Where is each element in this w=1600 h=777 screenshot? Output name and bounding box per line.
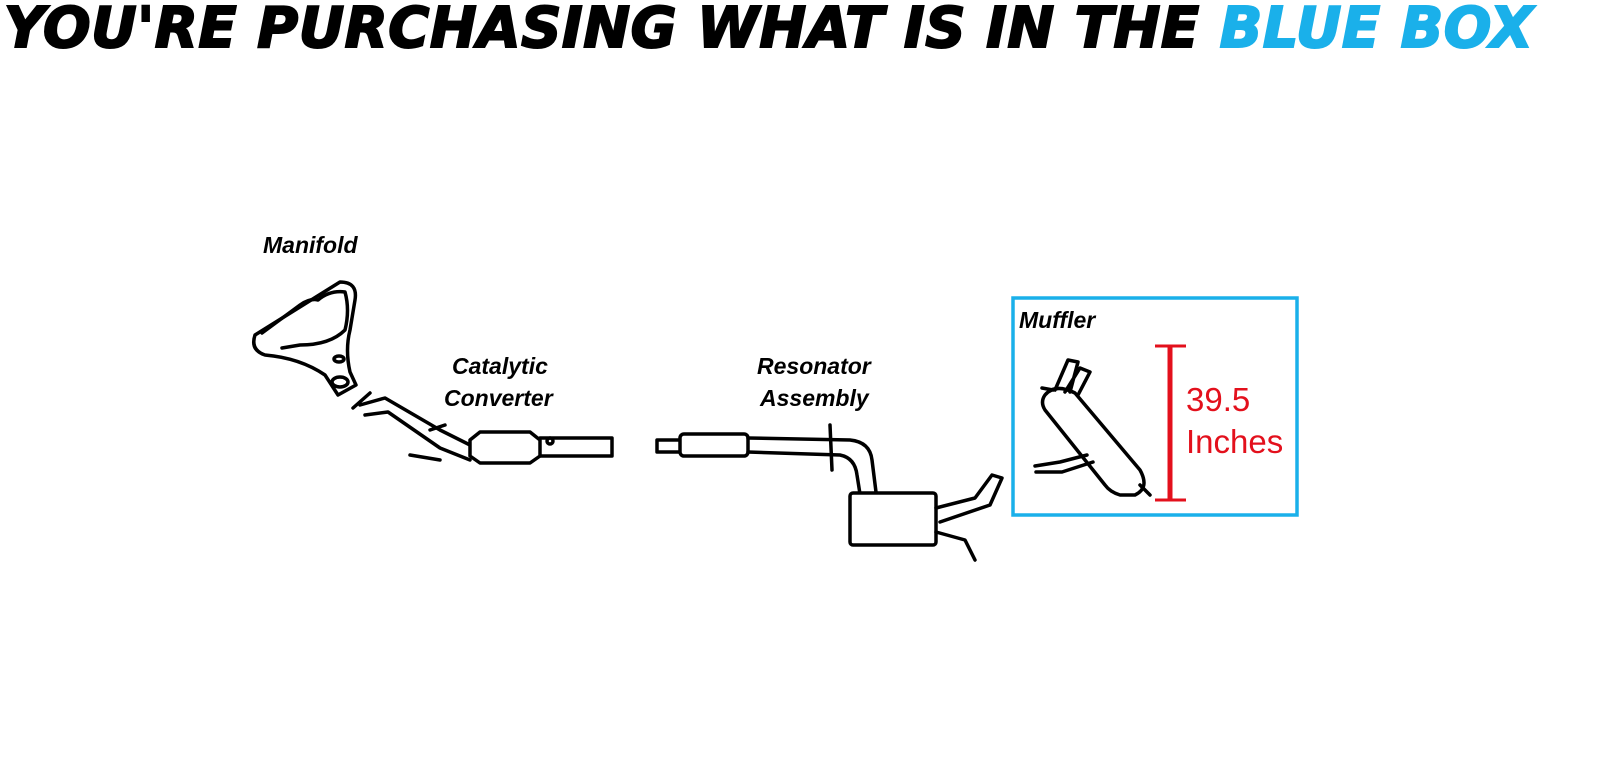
- label-catalytic-line2: Converter: [444, 385, 554, 411]
- purchase-highlight-box: [1011, 296, 1299, 517]
- label-resonator-line2: Assembly: [759, 385, 870, 411]
- resonator-assembly-part: [655, 423, 1004, 562]
- measurement-value: 39.5: [1186, 381, 1250, 418]
- height-measurement: [1155, 344, 1186, 502]
- label-manifold: Manifold: [263, 232, 358, 258]
- muffler-part: [1033, 358, 1152, 497]
- title-text: YOU'RE PURCHASING WHAT IS IN THE: [3, 0, 1220, 62]
- page-title: YOU'RE PURCHASING WHAT IS IN THE BLUE BO…: [3, 0, 1535, 62]
- manifold-part: [252, 280, 358, 397]
- title-highlight: BLUE BOX: [1219, 0, 1535, 62]
- label-muffler: Muffler: [1019, 307, 1096, 333]
- label-resonator-line1: Resonator: [757, 353, 872, 379]
- catalytic-converter-part: [351, 391, 614, 465]
- measurement-unit: Inches: [1186, 423, 1283, 460]
- label-catalytic-line1: Catalytic: [452, 353, 548, 379]
